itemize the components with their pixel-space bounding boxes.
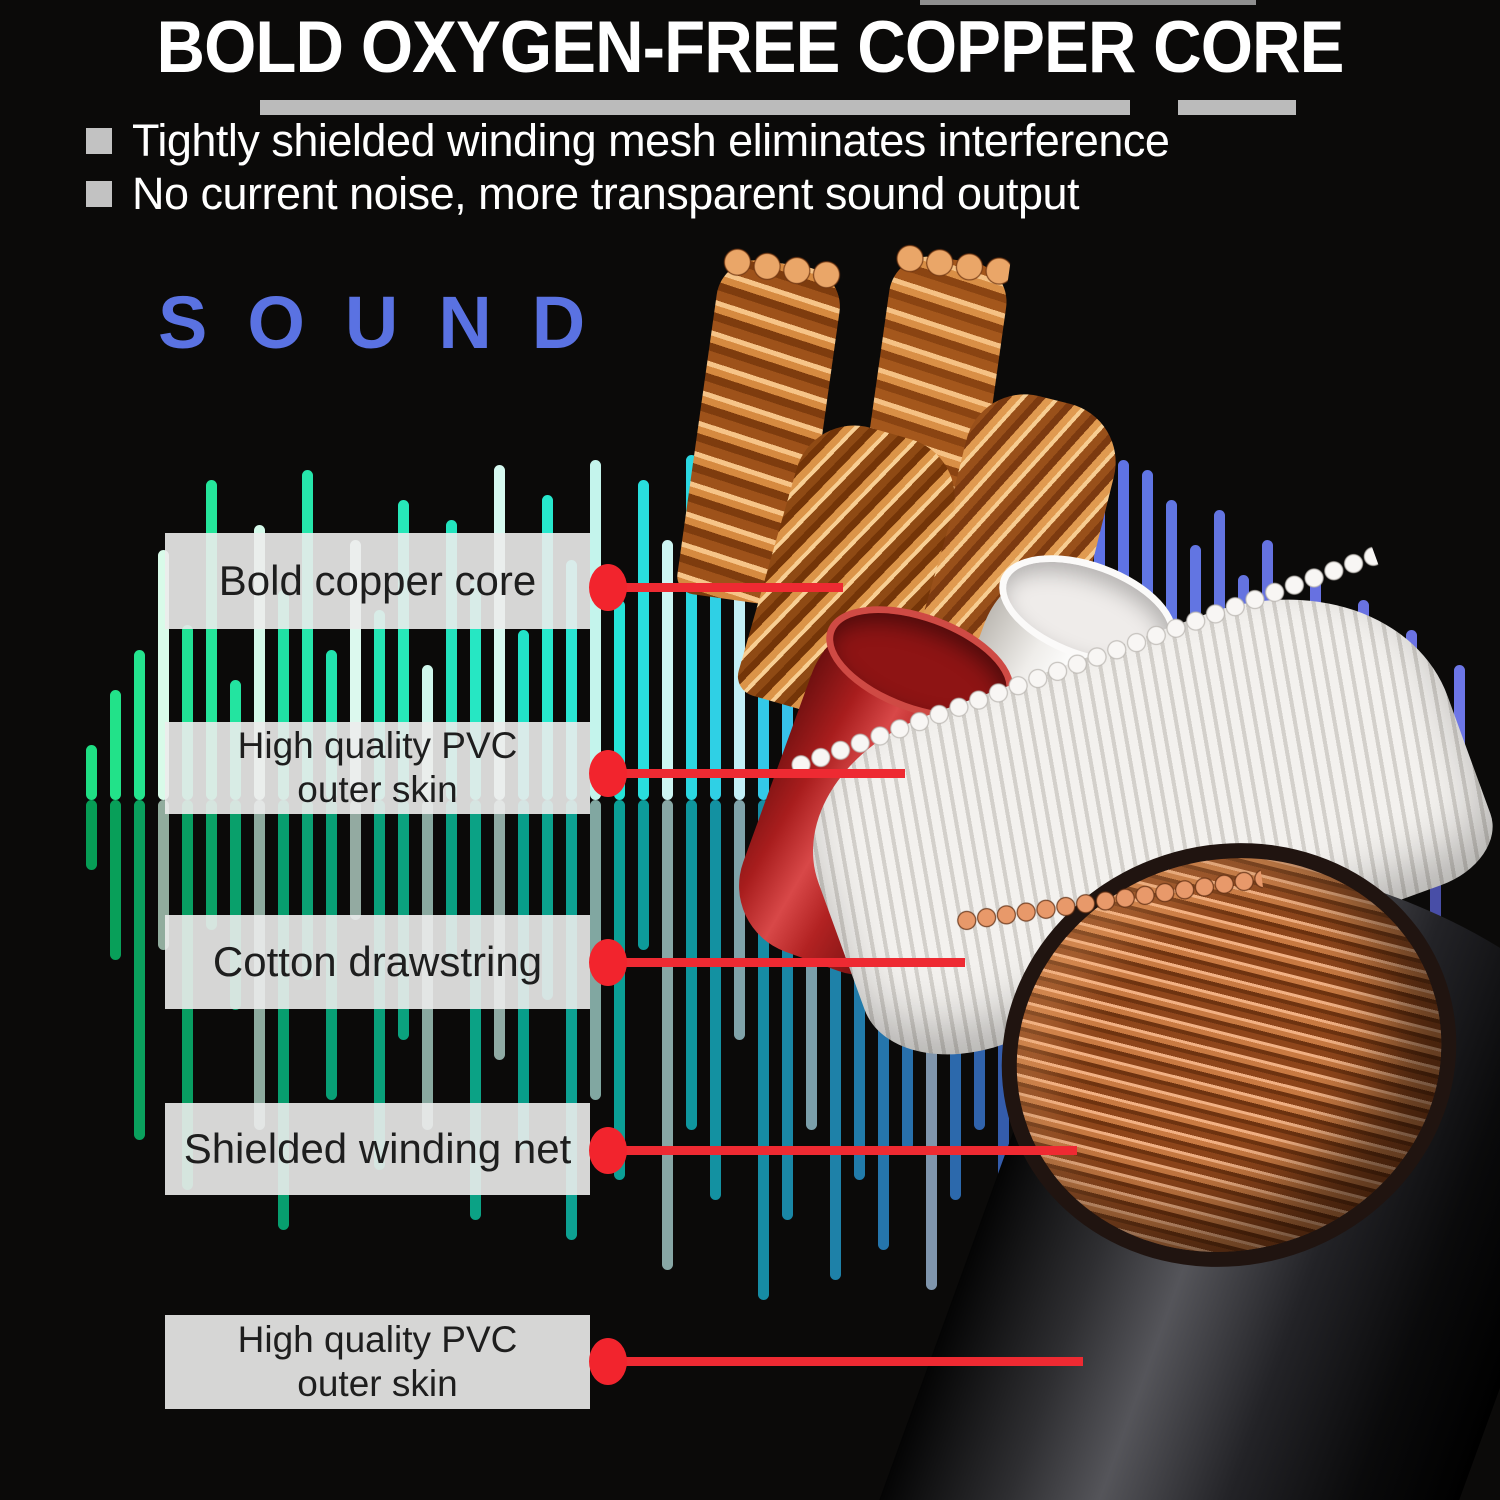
callout-dot-5 [589, 1338, 627, 1385]
waveform-bar [350, 0, 361, 1500]
callout-dot-3 [589, 939, 627, 986]
title-underline-rule-short [1178, 100, 1296, 115]
callout-dot-4 [589, 1127, 627, 1174]
waveform-bar [86, 0, 97, 1500]
waveform-bar [206, 0, 217, 1500]
callout-dot-2 [589, 750, 627, 797]
waveform-bar [158, 0, 169, 1500]
waveform-bar [566, 0, 577, 1500]
callout-bold-copper-core: Bold copper core [165, 533, 590, 629]
title-underline-rule [260, 100, 1130, 115]
waveform-bar [302, 0, 313, 1500]
callout-label: Bold copper core [218, 557, 537, 604]
waveform-bar [446, 0, 457, 1500]
callout-shielded-winding-net: Shielded winding net [165, 1103, 590, 1195]
feature-bullet-1: Tightly shielded winding mesh eliminates… [132, 115, 1170, 166]
waveform-bar [710, 0, 721, 1500]
callout-line-4 [615, 1146, 1077, 1155]
waveform-bar [134, 0, 145, 1500]
waveform-bar [758, 0, 769, 1500]
waveform-bar [638, 0, 649, 1500]
waveform-bar [470, 0, 481, 1500]
waveform-bar [590, 0, 601, 1500]
top-divider-rule [920, 0, 1256, 5]
sound-watermark: SOUND [158, 281, 626, 364]
waveform-bar [110, 0, 121, 1500]
callout-line-2 [615, 769, 905, 778]
waveform-bar [686, 0, 697, 1500]
bullet-square-icon [86, 181, 112, 207]
waveform-bar [614, 0, 625, 1500]
callout-line-3 [615, 958, 965, 967]
callout-line-5 [615, 1357, 1083, 1366]
callout-label: Shielded winding net [183, 1125, 572, 1172]
waveform-bar [542, 0, 553, 1500]
waveform-bar [734, 0, 745, 1500]
callout-label-line2: outer skin [297, 1363, 458, 1404]
bullet-square-icon [86, 128, 112, 154]
waveform-bar [662, 0, 673, 1500]
feature-bullet-2: No current noise, more transparent sound… [132, 168, 1080, 219]
callout-label: Cotton drawstring [212, 938, 543, 985]
callout-pvc-outer-skin: High quality PVC outer skin [165, 1315, 590, 1409]
waveform-bar [278, 0, 289, 1500]
callout-pvc-inner-skin: High quality PVC outer skin [165, 722, 590, 814]
callout-label-line1: High quality PVC [237, 1319, 518, 1360]
callout-label-line1: High quality PVC [237, 725, 518, 766]
callout-line-1 [615, 583, 843, 592]
callout-dot-1 [589, 564, 627, 611]
callout-cotton-drawstring: Cotton drawstring [165, 915, 590, 1009]
callout-label-line2: outer skin [297, 769, 458, 810]
page-title: BOLD OXYGEN-FREE COPPER CORE [156, 7, 1344, 88]
